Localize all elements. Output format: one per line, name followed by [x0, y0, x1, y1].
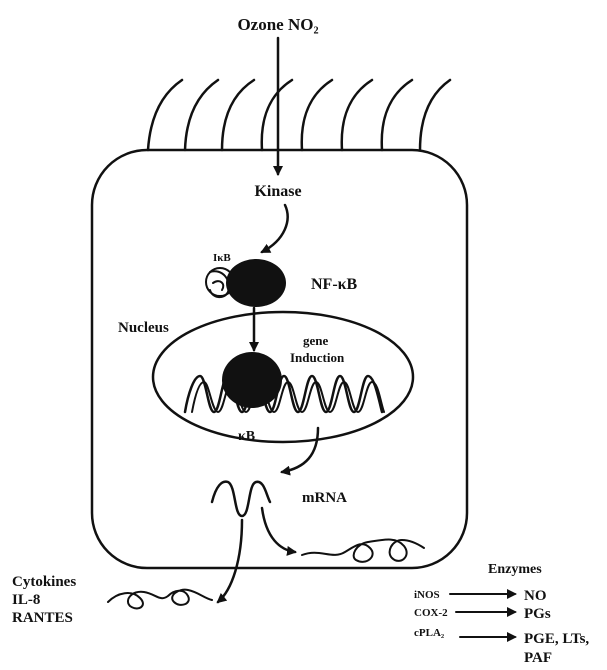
product-pge-lts: PGE, LTs, — [524, 631, 589, 647]
kb-site-label: κB — [238, 429, 255, 444]
nf-kb-protein — [226, 259, 286, 307]
gene-induction-label-1: gene — [303, 333, 329, 348]
nucleus-label: Nucleus — [118, 320, 169, 336]
gene-induction-label-2: Induction — [290, 350, 345, 365]
enzyme-polypeptide — [302, 540, 424, 562]
product-paf: PAF — [524, 650, 552, 666]
enzymes-title: Enzymes — [488, 562, 542, 577]
bound-nf-kb — [222, 352, 282, 408]
cilia — [148, 80, 450, 150]
ikb-label: IκB — [213, 252, 231, 264]
transcription-arrow — [282, 428, 318, 472]
cytokine-rantes: RANTES — [12, 610, 73, 626]
kinase-label: Kinase — [254, 183, 301, 200]
nf-kb-label: NF-κB — [311, 276, 358, 293]
enzyme-translation-arrow — [262, 508, 295, 552]
product-pgs: PGs — [524, 606, 551, 622]
cytokine-polypeptide — [108, 590, 212, 609]
enzyme-inos: iNOS — [414, 589, 440, 601]
cell-membrane — [92, 150, 467, 568]
product-no: NO — [524, 588, 547, 604]
enzyme-cox2: COX-2 — [414, 607, 448, 619]
kinase-arrow — [262, 205, 288, 252]
cytokines-title: Cytokines — [12, 574, 76, 590]
mrna-label: mRNA — [302, 490, 347, 506]
enzyme-cpla2: cPLA₂ — [414, 627, 445, 639]
stimulus-label: Ozone NO₂ — [237, 15, 318, 34]
cytokine-translation-arrow — [218, 520, 242, 602]
cytokine-il8: IL-8 — [12, 592, 40, 608]
